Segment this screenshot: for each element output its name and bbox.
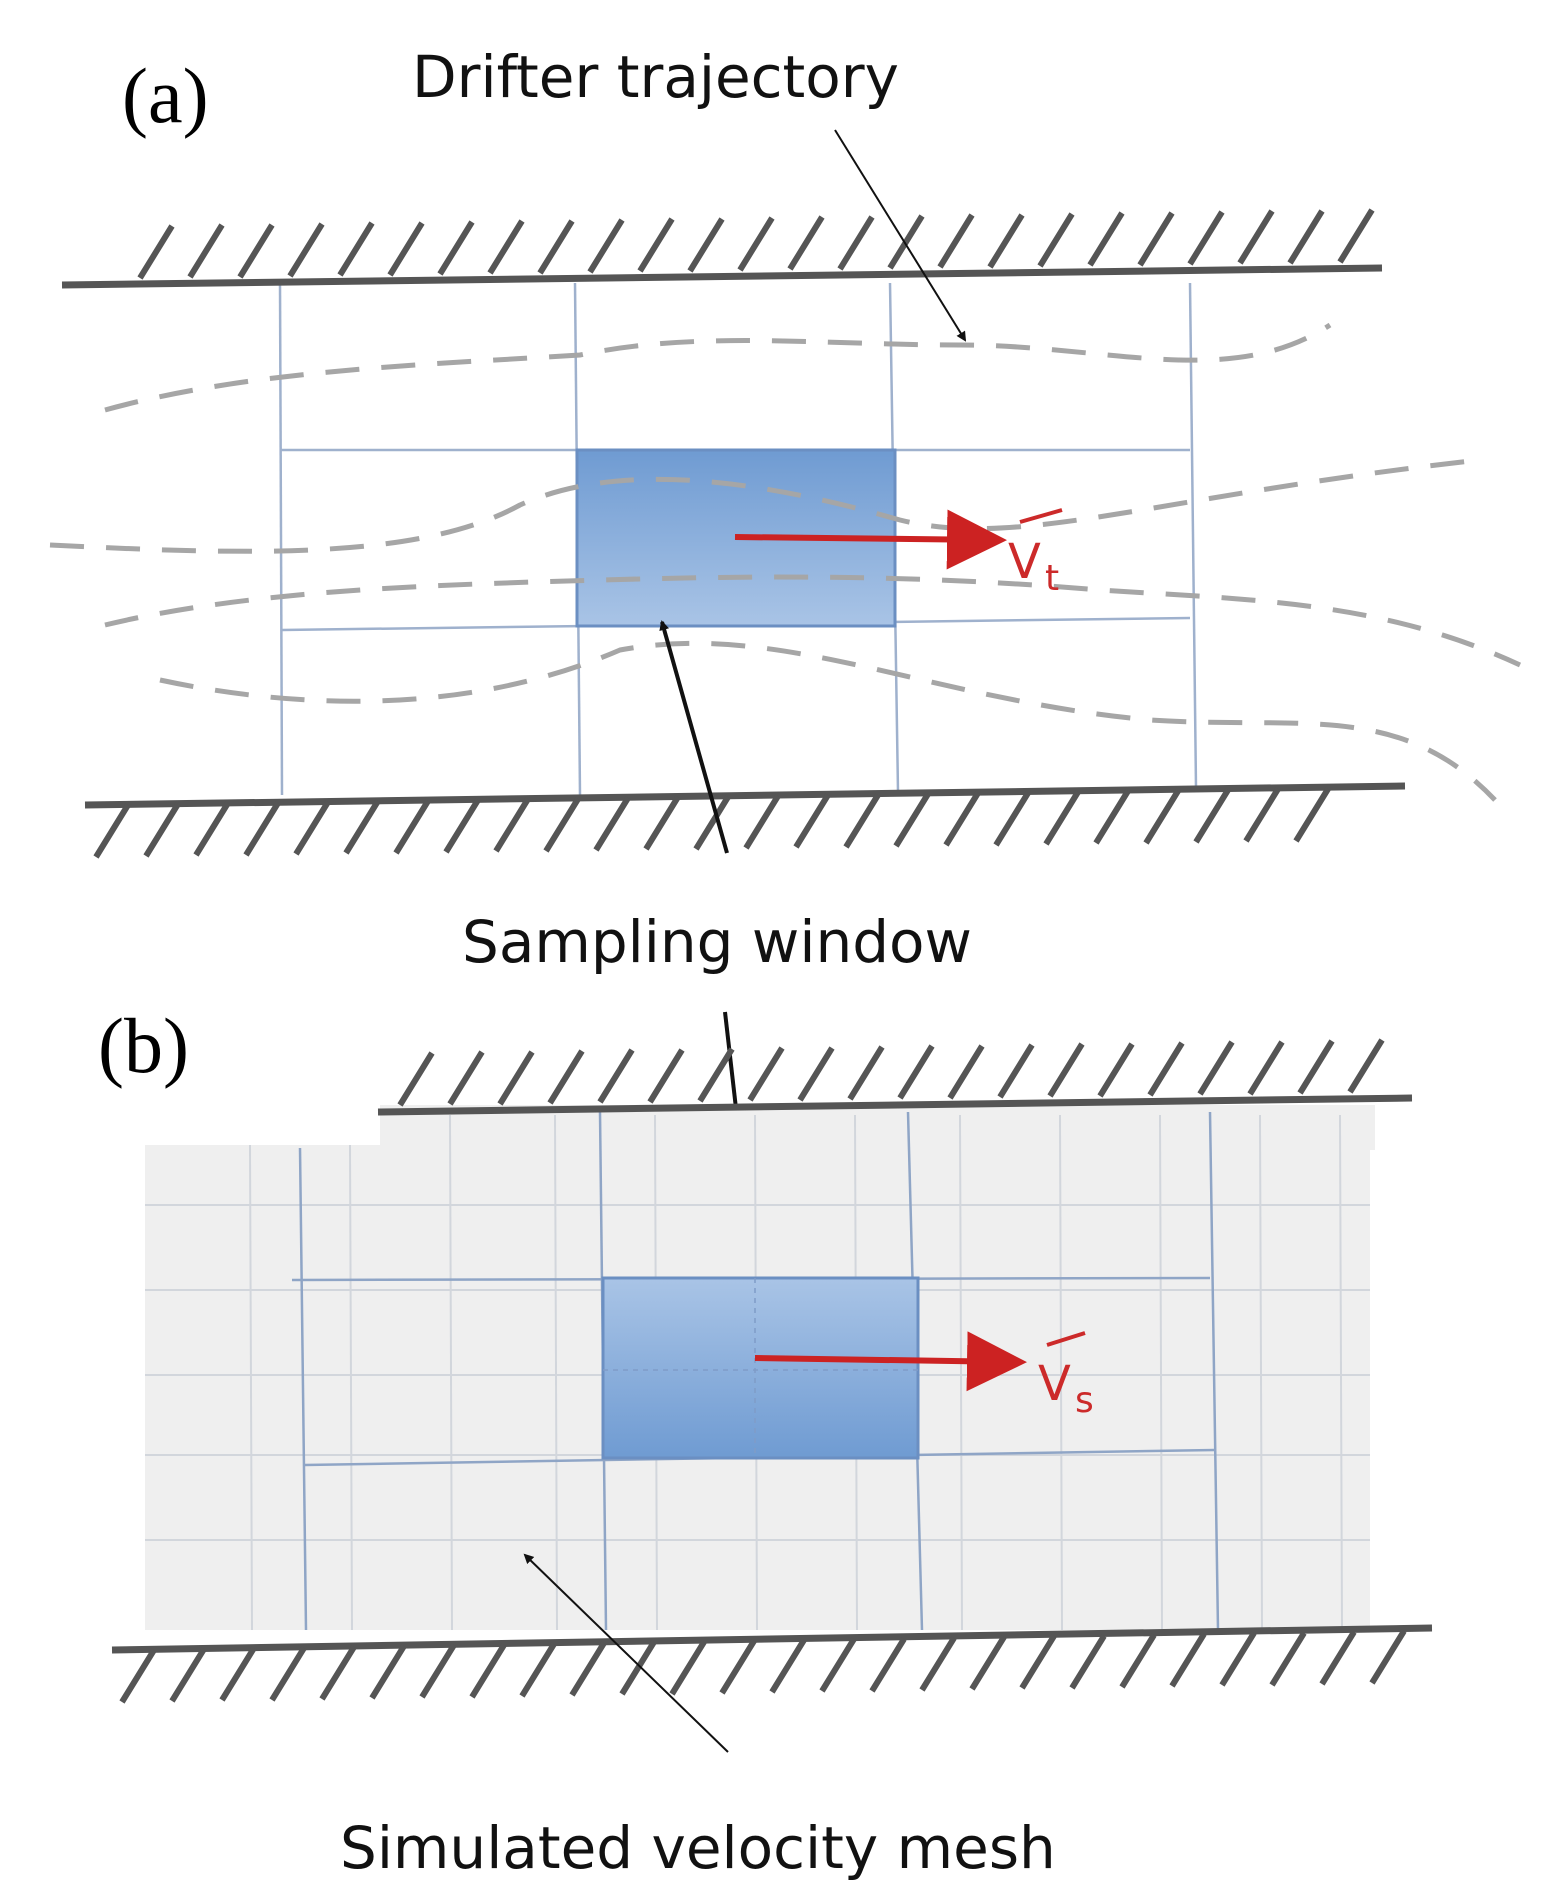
panel-b-label: (b) [98, 1002, 189, 1089]
wall-a-top [61, 208, 1383, 289]
simulated-velocity-mesh-label: Simulated velocity mesh [340, 1814, 1056, 1882]
wall-b-top [377, 1038, 1413, 1116]
panel-b: (b) V s Simulated velocity mesh [60, 1000, 1433, 1882]
velocity-arrow-a [734, 509, 1007, 570]
drifter-trajectories [49, 322, 1522, 802]
vector-a-subscript: t [1045, 558, 1059, 599]
wall-a-bottom [84, 782, 1406, 859]
vector-label-vs: V s [1038, 1331, 1094, 1421]
wall-b-bottom [111, 1624, 1433, 1704]
drifter-trajectory-pointer [834, 129, 967, 342]
vector-b-subscript: s [1075, 1380, 1094, 1421]
drifter-trajectory-label: Drifter trajectory [412, 43, 899, 111]
simulated-mesh-pointer [523, 1553, 729, 1753]
sampling-window-b [601, 1276, 920, 1460]
panel-a: (a) [49, 43, 1522, 859]
sampling-window-pointer-a [659, 620, 729, 854]
sampling-window-label: Sampling window [462, 908, 972, 976]
panel-a-label: (a) [122, 52, 209, 139]
velocity-arrow-b [754, 1331, 1027, 1392]
vector-b-base: V [1038, 1356, 1071, 1412]
vector-label-vt: V t [1008, 508, 1063, 599]
vector-a-base: V [1008, 534, 1041, 590]
